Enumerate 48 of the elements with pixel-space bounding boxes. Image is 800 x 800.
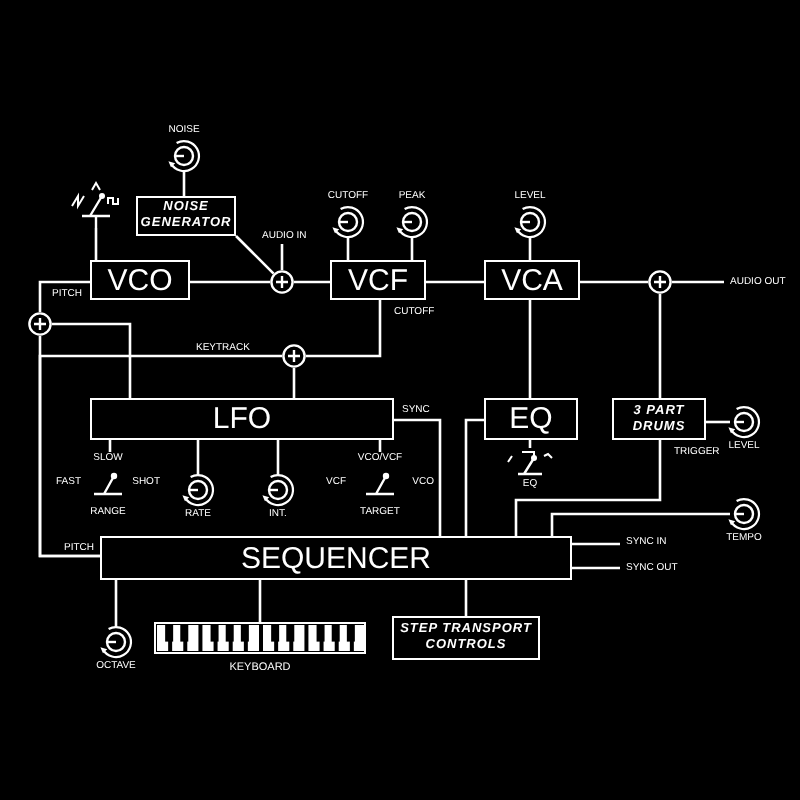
connector-line (572, 566, 620, 570)
connector-line (94, 228, 98, 260)
block-box (90, 398, 394, 440)
connector-line (235, 235, 275, 275)
summing-junction (648, 270, 672, 294)
connector-line (52, 322, 132, 398)
connector-line (528, 236, 532, 260)
block-title: EQ (509, 404, 553, 434)
block-box (90, 260, 190, 300)
connector-line (550, 512, 730, 536)
block-title: SEQUENCER (240, 543, 432, 573)
connector-line (580, 280, 648, 284)
block-title: LFO (212, 404, 272, 434)
connector-line (182, 170, 186, 196)
waveform-switch-icon (68, 180, 124, 228)
connector-line (258, 580, 262, 622)
block-box (484, 260, 580, 300)
summing-junction (28, 312, 52, 336)
connector-line (464, 580, 468, 616)
block-title: VCO (107, 265, 173, 295)
block-box (612, 398, 706, 440)
connector-line (528, 300, 532, 398)
block-box (100, 536, 572, 580)
connector-line (190, 280, 270, 284)
connector-line (658, 294, 662, 398)
connector-line (394, 418, 442, 536)
block-box (484, 398, 578, 440)
connector-line (114, 580, 118, 628)
connector-line (572, 542, 620, 546)
block-title: VCA (501, 265, 563, 295)
connector-line (294, 280, 330, 284)
connector-line (292, 368, 296, 398)
connector-line (514, 440, 662, 536)
block-box (330, 260, 426, 300)
connector-line (280, 244, 284, 270)
connector-line (426, 280, 484, 284)
connector-line (38, 280, 90, 312)
connector-line (346, 236, 350, 260)
summing-junction (282, 344, 306, 368)
connector-line (464, 418, 484, 536)
connector-line (306, 300, 382, 358)
connector-line (672, 280, 724, 284)
summing-junction (270, 270, 294, 294)
connector-line (706, 420, 730, 424)
block-title: VCF (348, 265, 408, 295)
connector-line (196, 440, 200, 476)
connector-line (410, 236, 414, 260)
connector-line (276, 440, 280, 476)
